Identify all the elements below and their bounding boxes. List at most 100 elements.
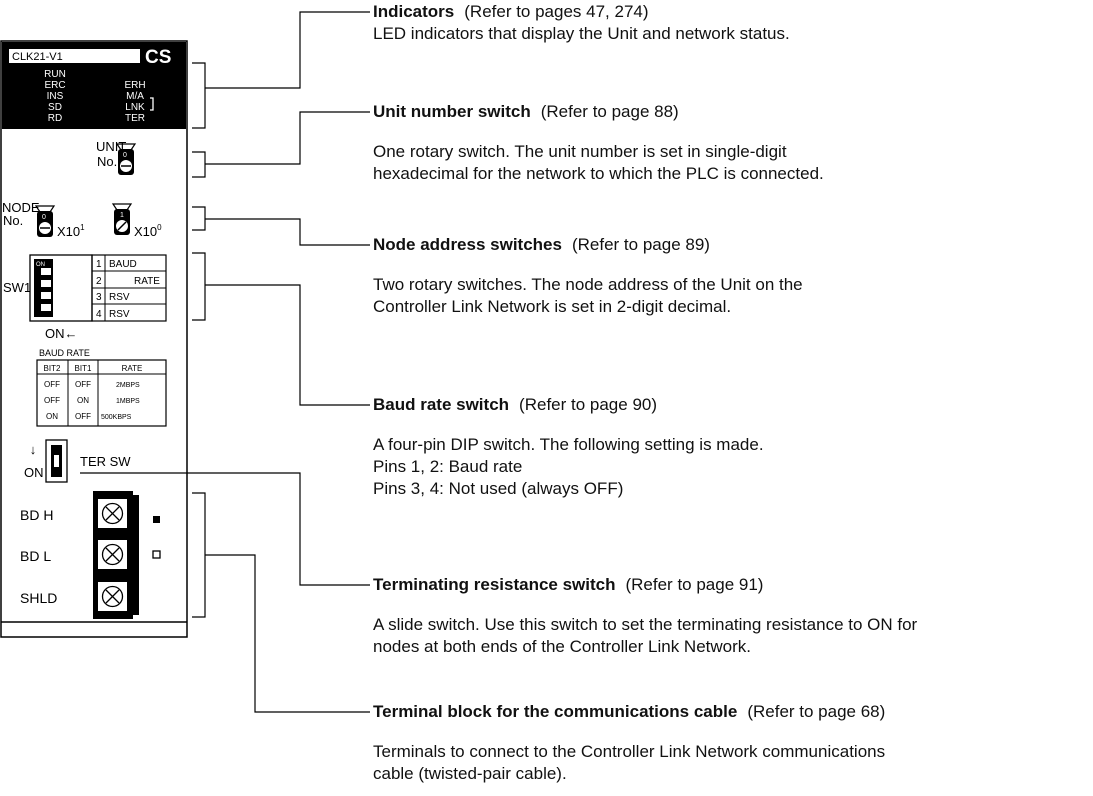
led-ins: INS xyxy=(47,91,64,102)
dip-lever-4 xyxy=(41,304,51,311)
terminal-shld-cross xyxy=(105,589,120,604)
callout-body-node-address: Two rotary switches. The node address of… xyxy=(373,275,803,316)
x10-0-label: X100 xyxy=(134,223,162,239)
led-ma: M/A xyxy=(126,91,144,102)
callout-ref-node-address: (Refer to page 89) xyxy=(571,235,710,254)
led-sd: SD xyxy=(48,102,62,113)
callout-body-unit-number: One rotary switch. The unit number is se… xyxy=(373,142,824,183)
dip-pin-desc-baud: BAUD xyxy=(109,259,137,270)
dip-pin-3: 3 xyxy=(96,292,102,303)
terminating-resistance-slide-switch[interactable] xyxy=(45,439,68,483)
ter-sw-label: TER SW xyxy=(80,454,131,469)
dip-pin-desc-rsv-4: RSV xyxy=(109,309,130,320)
baud-cell-r1-c3: 2MBPS xyxy=(116,382,140,389)
dip-lever-2 xyxy=(41,280,51,287)
baud-rate-dip-switch[interactable]: ON xyxy=(29,254,93,322)
dip-pin-4: 4 xyxy=(96,309,102,320)
node-switch-0-one: 1 xyxy=(120,212,124,219)
callout-ref-terminal-block: (Refer to page 68) xyxy=(747,702,886,721)
callout-body-terminal-block: Terminals to connect to the Controller L… xyxy=(373,742,886,783)
baud-header-bit2: BIT2 xyxy=(44,364,61,373)
dip-pin-2: 2 xyxy=(96,276,102,287)
baud-cell-r2-c3: 1MBPS xyxy=(116,398,140,405)
node-address-switch-x10-1[interactable]: 0 xyxy=(34,205,56,237)
dip-pin-desc-rsv-3: RSV xyxy=(109,292,130,303)
callout-title-unit-number: Unit number switch xyxy=(373,102,531,121)
callout-body-terminating-resistance: A slide switch. Use this switch to set t… xyxy=(373,615,918,656)
leader-terminal-block xyxy=(205,554,370,713)
dip-on-label: ON← xyxy=(45,326,78,341)
cs-logo: CS xyxy=(145,47,171,68)
callout-title-terminal-block: Terminal block for the communications ca… xyxy=(373,702,738,721)
baud-cell-r2-c1: OFF xyxy=(44,396,60,405)
model-label: CLK21-V1 xyxy=(12,51,63,63)
led-bracket xyxy=(150,97,154,111)
unit-no-label: No. xyxy=(97,154,117,169)
baud-cell-r2-c2: ON xyxy=(77,396,89,405)
led-run: RUN xyxy=(44,69,66,80)
x10-1-label: X101 xyxy=(57,223,85,239)
model-label-box xyxy=(9,49,140,63)
baud-cell-r3-c2: OFF xyxy=(75,412,91,421)
leader-node-address xyxy=(205,218,370,246)
node-switch-1-zero: 0 xyxy=(42,214,46,221)
ter-switch-knob xyxy=(54,455,59,467)
leader-baud-rate xyxy=(205,284,370,406)
led-lnk: LNK xyxy=(125,102,145,113)
led-ter: TER xyxy=(125,113,145,124)
callout-ref-indicators: (Refer to pages 47, 274) xyxy=(464,2,649,21)
dip-pin-1: 1 xyxy=(96,259,102,270)
callout-unit-number-switch: Unit number switch (Refer to page 88) One… xyxy=(373,101,824,185)
dip-pin-desc-rate: RATE xyxy=(134,276,160,287)
terminal-bd-h[interactable] xyxy=(98,499,127,528)
terminal-bd-l-cross xyxy=(105,547,120,562)
callout-indicators: Indicators (Refer to pages 47, 274) LED i… xyxy=(373,1,790,45)
bracket-dip-switch xyxy=(192,252,206,321)
indicator-labels-right: ERH M/A LNK TER xyxy=(124,80,145,124)
ter-on-label: ON xyxy=(24,465,44,480)
callout-title-node-address: Node address switches xyxy=(373,235,562,254)
dip-lever-3 xyxy=(41,292,51,299)
unit-switch-zero: 0 xyxy=(123,152,127,159)
terminal-shld[interactable] xyxy=(98,582,127,611)
callout-terminal-block: Terminal block for the communications ca… xyxy=(373,701,885,785)
baud-header-bit1: BIT1 xyxy=(75,364,92,373)
dip-pin-table: 1 2 3 4 BAUD RATE RSV RSV xyxy=(91,254,167,322)
callout-ref-baud-rate: (Refer to page 90) xyxy=(519,395,658,414)
terminal-label-bd-l: BD L xyxy=(20,548,51,564)
terminal-marker-hollow xyxy=(152,550,161,559)
node-label: NODE xyxy=(2,200,40,215)
callout-body-baud-rate: A four-pin DIP switch. The following set… xyxy=(373,435,764,498)
terminal-bd-h-cross xyxy=(105,506,120,521)
node-no-label: No. xyxy=(3,213,23,228)
ter-arrow: ↓ xyxy=(30,442,37,457)
baud-table-outline xyxy=(36,359,167,427)
terminal-block-ridge xyxy=(133,495,139,615)
node-address-switch-x10-0[interactable]: 1 xyxy=(111,203,133,235)
callout-ref-terminating-resistance: (Refer to page 91) xyxy=(625,575,764,594)
callout-body-indicators: LED indicators that display the Unit and… xyxy=(373,24,790,43)
terminal-label-bd-h: BD H xyxy=(20,507,53,523)
dip-lever-1 xyxy=(41,268,51,275)
callout-node-address-switches: Node address switches(Refer to page 89) … xyxy=(373,234,803,318)
leader-unit-number xyxy=(205,111,370,165)
terminal-marker-filled xyxy=(153,516,160,523)
led-erh: ERH xyxy=(124,80,145,91)
node-switch-0-slot xyxy=(117,221,127,231)
baud-header-rate: RATE xyxy=(122,364,143,373)
terminal-bd-l[interactable] xyxy=(98,540,127,569)
callout-ref-unit-number: (Refer to page 88) xyxy=(540,102,679,121)
dip-on-text: ON xyxy=(36,262,45,268)
terminal-labels: BD H BD L SHLD xyxy=(20,507,57,606)
callout-title-indicators: Indicators xyxy=(373,2,455,21)
callout-title-terminating-resistance: Terminating resistance switch xyxy=(373,575,616,594)
bracket-unit-number xyxy=(192,151,206,178)
bracket-indicators xyxy=(192,62,206,129)
callout-title-baud-rate: Baud rate switch xyxy=(373,395,510,414)
sw1-label: SW1 xyxy=(3,280,31,295)
unit-number-rotary-switch[interactable]: 0 xyxy=(115,143,137,175)
leader-terminating-resistance xyxy=(80,472,370,586)
baud-cell-r1-c2: OFF xyxy=(75,380,91,389)
callout-terminating-resistance-switch: Terminating resistance switch (Refer to p… xyxy=(373,574,917,658)
